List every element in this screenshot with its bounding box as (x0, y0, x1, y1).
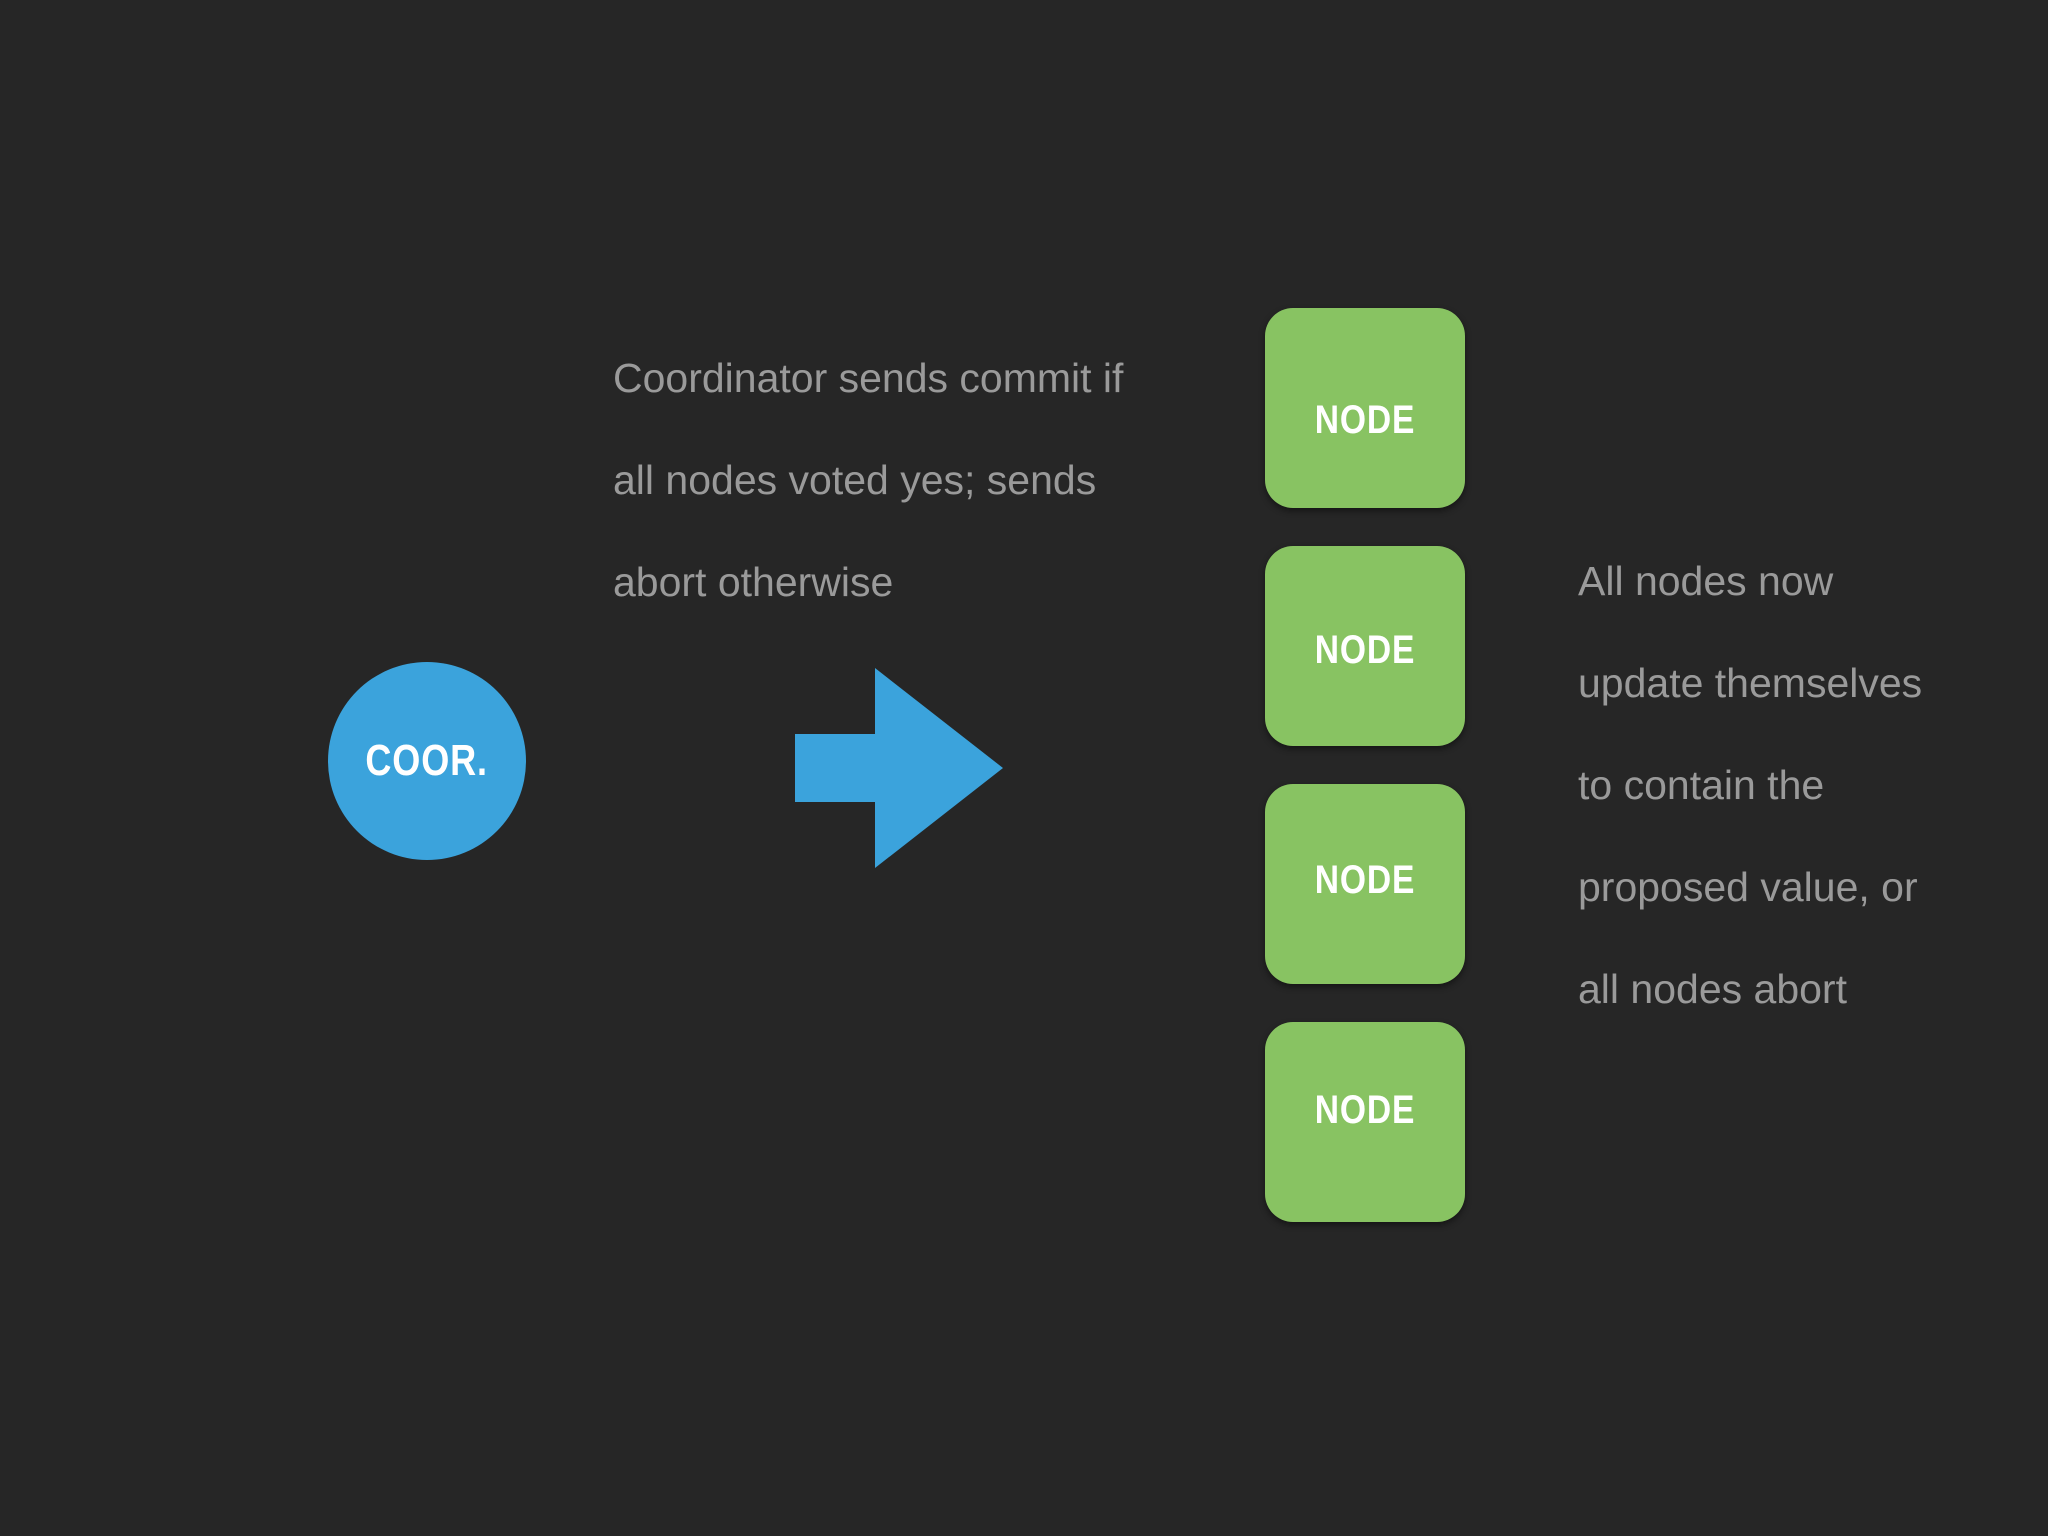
node-card-label: NODE (1314, 398, 1416, 442)
node-card-label: NODE (1314, 1088, 1416, 1132)
node-card-label: NODE (1314, 628, 1416, 672)
coordinator-description: Coordinator sends commit if all nodes vo… (613, 327, 1123, 633)
node-card-label: NODE (1314, 858, 1416, 902)
node-card[interactable]: NODE (1265, 308, 1465, 508)
nodes-description: All nodes now update themselves to conta… (1578, 530, 1922, 1040)
node-card[interactable]: NODE (1265, 546, 1465, 746)
nodes-description-line: proposed value, or (1578, 864, 1918, 910)
node-card[interactable]: NODE (1265, 784, 1465, 984)
nodes-description-line: to contain the (1578, 762, 1825, 808)
coordinator-node[interactable]: COOR. (328, 662, 526, 860)
nodes-description-line: All nodes now (1578, 558, 1834, 604)
commit-message-arrow-icon (795, 666, 1003, 870)
coordinator-label: COOR. (365, 736, 489, 785)
coordinator-description-line: abort otherwise (613, 559, 894, 605)
node-column: NODE NODE NODE NODE (1265, 308, 1465, 1222)
node-card[interactable]: NODE (1265, 1022, 1465, 1222)
coordinator-description-line: all nodes voted yes; sends (613, 457, 1097, 503)
coordinator-description-line: Coordinator sends commit if (613, 355, 1124, 401)
nodes-description-line: update themselves (1578, 660, 1923, 706)
nodes-description-line: all nodes abort (1578, 966, 1847, 1012)
